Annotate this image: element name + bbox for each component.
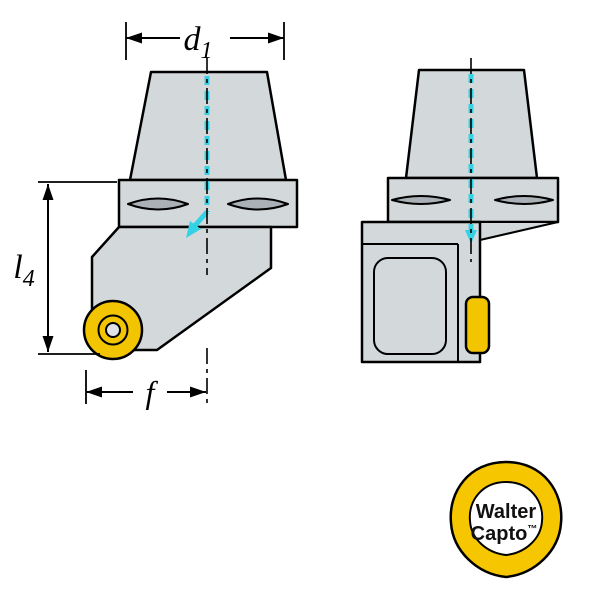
insert-side — [464, 295, 491, 355]
logo-text-line2: Capto™ — [471, 523, 538, 545]
dimension-f: f — [85, 370, 206, 410]
side-view — [360, 58, 560, 364]
coolant-arrowhead-side — [465, 230, 477, 244]
dimension-label-f: f — [146, 374, 159, 410]
logo-text-line1: Walter — [476, 501, 537, 523]
dimension-l4: l4 — [13, 181, 117, 355]
flange-slot-left — [127, 197, 189, 211]
flange-slot-right — [227, 197, 289, 211]
dimension-d1: d1 — [125, 21, 285, 64]
flange-underside-bevel — [479, 221, 559, 241]
arrowhead-left — [86, 386, 102, 398]
arrowhead-left — [126, 32, 142, 44]
front-view — [82, 58, 299, 406]
flange-slot-side-right — [494, 195, 554, 205]
body-pocket-contour — [373, 257, 447, 355]
flange-slot-side-left — [391, 195, 451, 205]
arrowhead-right — [268, 32, 284, 44]
insert-center-hole — [105, 322, 121, 338]
arrowhead-up — [42, 184, 54, 200]
logo-inner-shape — [468, 481, 544, 556]
dimension-label-d1: d1 — [184, 21, 213, 64]
walter-capto-logo: Walter Capto™ — [449, 460, 563, 579]
arrowhead-right — [190, 386, 206, 398]
coolant-arrowhead — [186, 221, 201, 238]
dimension-label-l4: l4 — [13, 249, 34, 292]
arrowhead-down — [42, 336, 54, 352]
